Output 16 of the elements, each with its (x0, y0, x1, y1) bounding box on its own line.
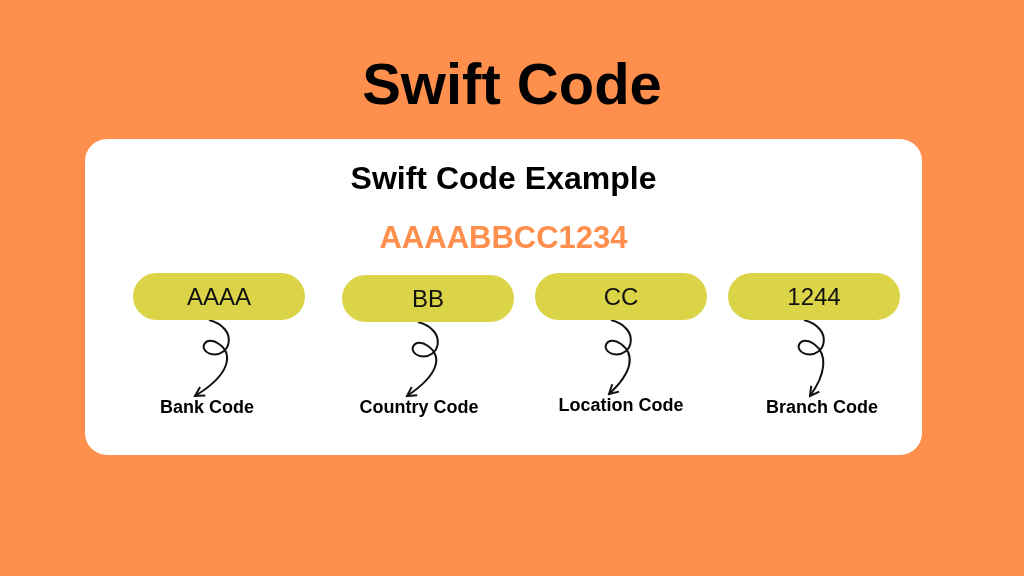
curly-arrow (194, 319, 230, 397)
card-heading: Swift Code Example (350, 161, 657, 197)
code-part-label: Country Code (359, 396, 479, 418)
curly-arrow (604, 319, 632, 395)
code-segment-pill: BB (342, 275, 514, 322)
code-part-label: Bank Code (160, 396, 254, 418)
code-part-label: Location Code (558, 394, 684, 416)
curly-arrow (406, 321, 439, 397)
curly-arrow (797, 319, 825, 397)
code-segment-pill: AAAA (133, 273, 305, 320)
code-segment-pill: 1244 (728, 273, 900, 320)
code-part-label: Branch Code (766, 396, 878, 418)
code-segment-pill: CC (535, 273, 707, 320)
card-panel (85, 139, 922, 455)
example-code: AAAABBCC1234 (379, 221, 628, 256)
title: Swift Code (362, 52, 662, 116)
